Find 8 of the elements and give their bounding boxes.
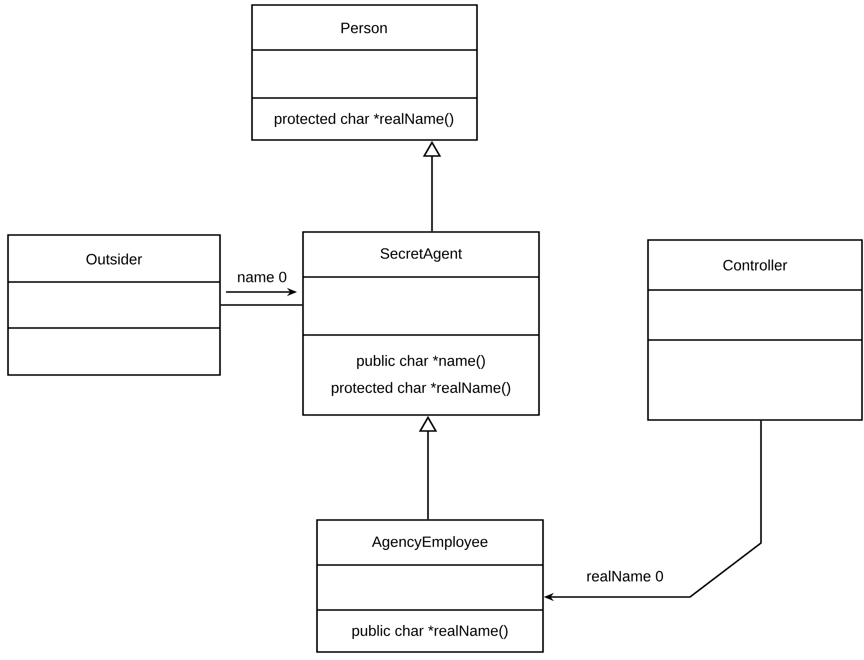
edge-label: name 0 (236, 270, 288, 284)
class-box: Person protected char *realName() (251, 4, 478, 141)
class-box: Controller (647, 239, 863, 421)
class-box: AgencyEmployee public char *realName() (316, 519, 544, 653)
edge-label: realName 0 (585, 570, 665, 582)
connector (220, 304, 302, 306)
class-box: Outsider (7, 234, 221, 376)
class-box: SecretAgent public char *name() protected char *realName() (302, 231, 540, 416)
